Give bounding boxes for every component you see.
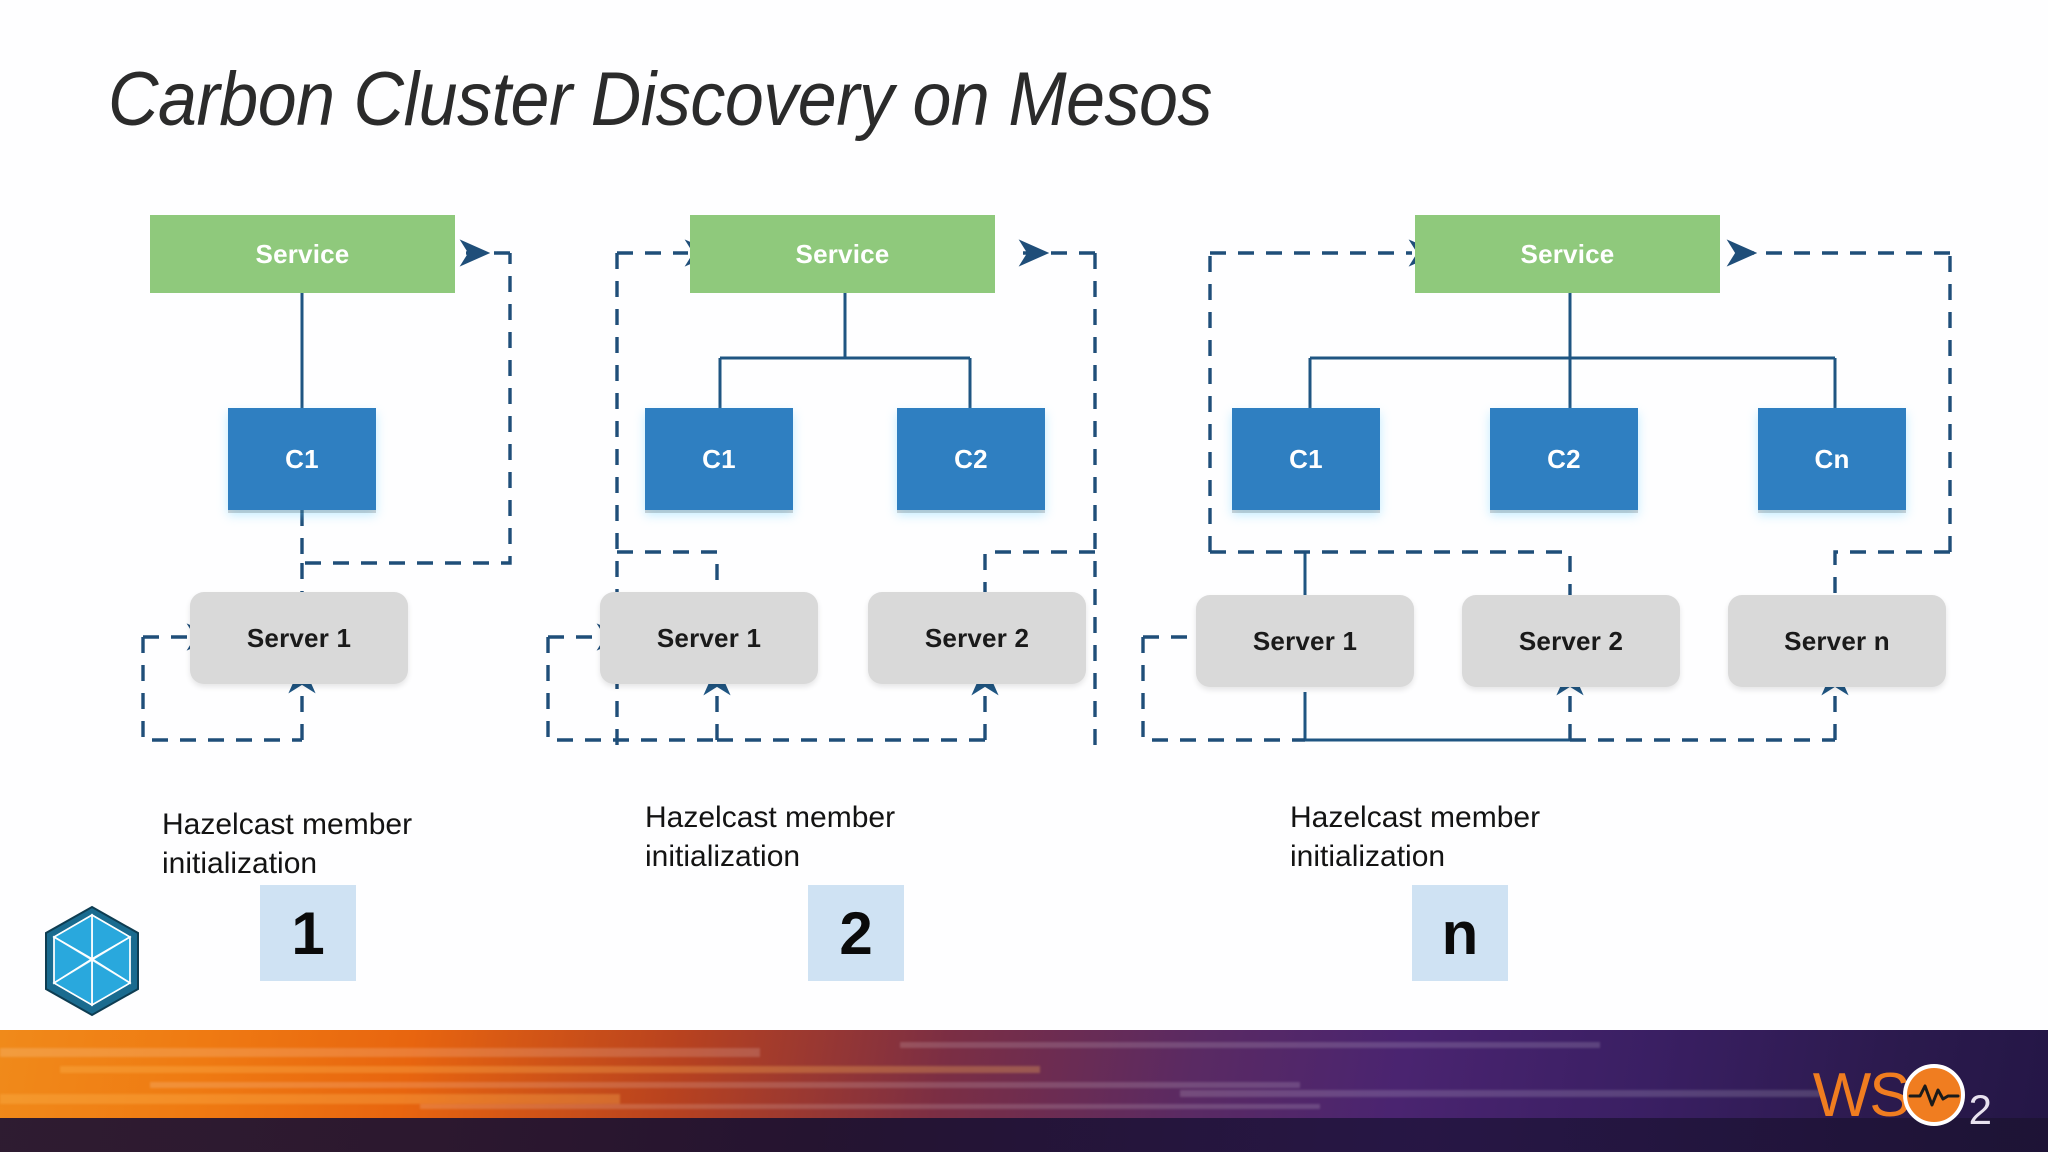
step-number-label: 1 [291,899,325,967]
server-box-1-col3[interactable]: Server 1 [1196,595,1414,687]
server-box-1-col1[interactable]: Server 1 [190,592,408,684]
server-label: Server 1 [656,622,762,653]
container-box-c1-col3[interactable]: C1 [1232,408,1380,510]
service-box-col2[interactable]: Service [690,215,995,293]
server-box-2-col2[interactable]: Server 2 [868,592,1086,684]
server-box-2-col3[interactable]: Server 2 [1462,595,1680,687]
service-label: Service [795,238,890,269]
server-label: Server n [1784,625,1890,656]
container-label: Cn [1814,443,1850,474]
server-box-n-col3[interactable]: Server n [1728,595,1946,687]
container-box-c1-col2[interactable]: C1 [645,408,793,510]
container-label: C2 [954,443,988,474]
container-box-cn-col3[interactable]: Cn [1758,408,1906,510]
server-label: Server 1 [1252,625,1358,656]
server-box-1-col2[interactable]: Server 1 [600,592,818,684]
server-label: Server 2 [1518,625,1624,656]
wso2-pulse-orb-icon [1902,1064,1965,1126]
page-title: Carbon Cluster Discovery on Mesos [108,57,1212,142]
caption-col3: Hazelcast member initialization [1290,801,1541,873]
container-label: C1 [702,443,736,474]
hazelcast-logo-icon [45,905,139,1017]
caption-col1: Hazelcast member initialization [162,808,413,880]
service-box-col3[interactable]: Service [1415,215,1720,293]
wso2-wordmark: WS [1812,1060,1911,1130]
wso2-logo: WS 2 [1812,1060,1992,1134]
footer-band: WS 2 [0,1030,2048,1152]
service-label: Service [1520,238,1615,269]
container-box-c1-col1[interactable]: C1 [228,408,376,510]
service-label: Service [255,238,350,269]
wso2-subscript: 2 [1968,1086,1992,1133]
container-box-c2-col3[interactable]: C2 [1490,408,1638,510]
caption-col2: Hazelcast member initialization [645,801,896,873]
step-number-label: 2 [839,899,873,967]
container-label: C1 [285,443,319,474]
step-number-col2: 2 [808,885,904,981]
step-number-col1: 1 [260,885,356,981]
service-box-col1[interactable]: Service [150,215,455,293]
container-box-c2-col2[interactable]: C2 [897,408,1045,510]
server-label: Server 2 [924,622,1030,653]
container-label: C2 [1547,443,1581,474]
container-label: C1 [1289,443,1323,474]
step-number-col3: n [1412,885,1508,981]
diagram-canvas: Service C1 Server 1 Hazelcast member ini… [45,215,1952,1017]
server-label: Server 1 [246,622,352,653]
step-number-label: n [1441,899,1479,967]
